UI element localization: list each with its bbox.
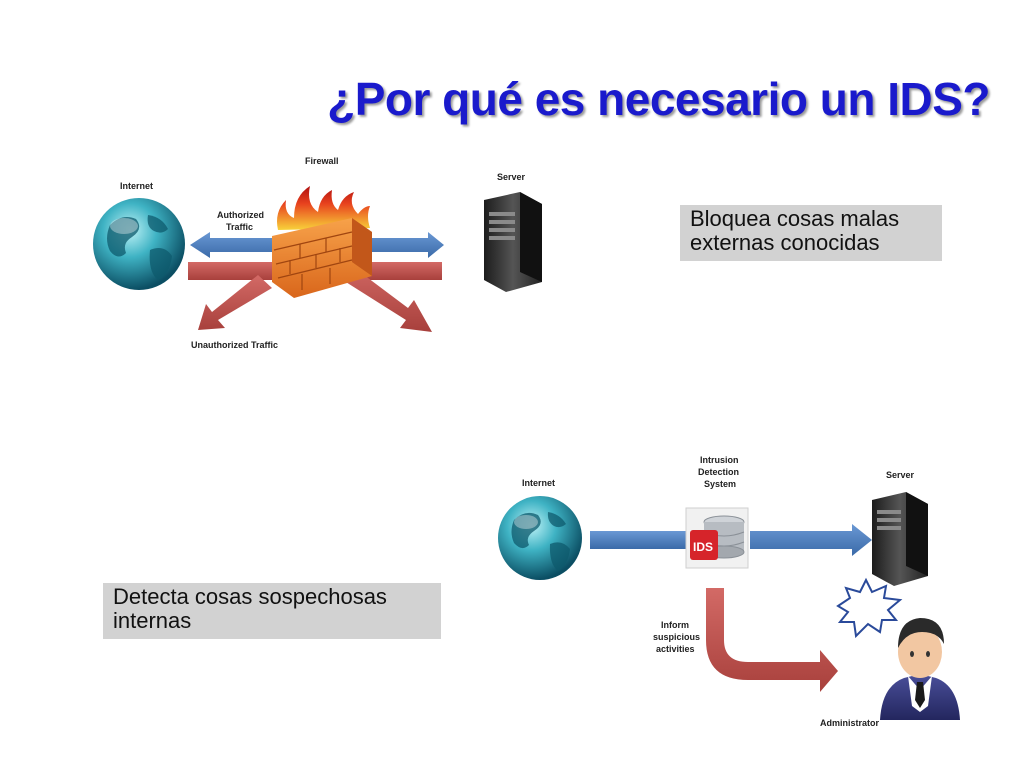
ids-badge-text: IDS [693,540,713,554]
globe-icon [93,198,185,290]
slide-title: ¿Por qué es necesario un IDS? [327,73,990,125]
fw-internet-label: Internet [120,181,153,191]
inform-arrow [706,588,838,692]
callout-top-line-2: externas conocidas [690,230,880,255]
server-icon [484,192,542,292]
ids-diagram: Internet Intrusion Detection System Serv… [498,455,960,728]
administrator-icon [880,618,960,720]
callout-blocks-external: Bloquea cosas malas externas conocidas [680,205,942,261]
ids-icon: IDS [685,507,749,569]
server-icon [872,492,928,586]
firewall-diagram: Internet Firewall Server Authorized Traf… [93,156,542,350]
fw-authorized-label-1: Authorized [217,210,264,220]
callout-bottom-line-1: Detecta cosas sospechosas [113,584,387,609]
firewall-brick-icon [272,218,372,298]
traffic-arrow-to-ids [590,531,690,549]
globe-icon [498,496,582,580]
ids-label-1: Intrusion [700,455,739,465]
fire-icon [277,186,370,230]
fw-authorized-label-2: Traffic [226,222,253,232]
callout-bottom-line-2: internas [113,608,192,633]
fw-firewall-label: Firewall [305,156,339,166]
ids-label-3: System [704,479,736,489]
ids-server-label: Server [886,470,915,480]
admin-label: Administrator [820,718,880,728]
callout-detects-internal: Detecta cosas sospechosas internas [103,583,441,639]
callout-top-line-1: Bloquea cosas malas [690,206,900,231]
inform-label-2: suspicious [653,632,700,642]
fw-unauthorized-label: Unauthorized Traffic [191,340,278,350]
ids-label-2: Detection [698,467,739,477]
ids-internet-label: Internet [522,478,555,488]
traffic-arrow-to-server [750,524,872,556]
inform-label-3: activities [656,644,695,654]
fw-server-label: Server [497,172,526,182]
inform-label-1: Inform [661,620,689,630]
alert-burst-icon [836,577,903,639]
